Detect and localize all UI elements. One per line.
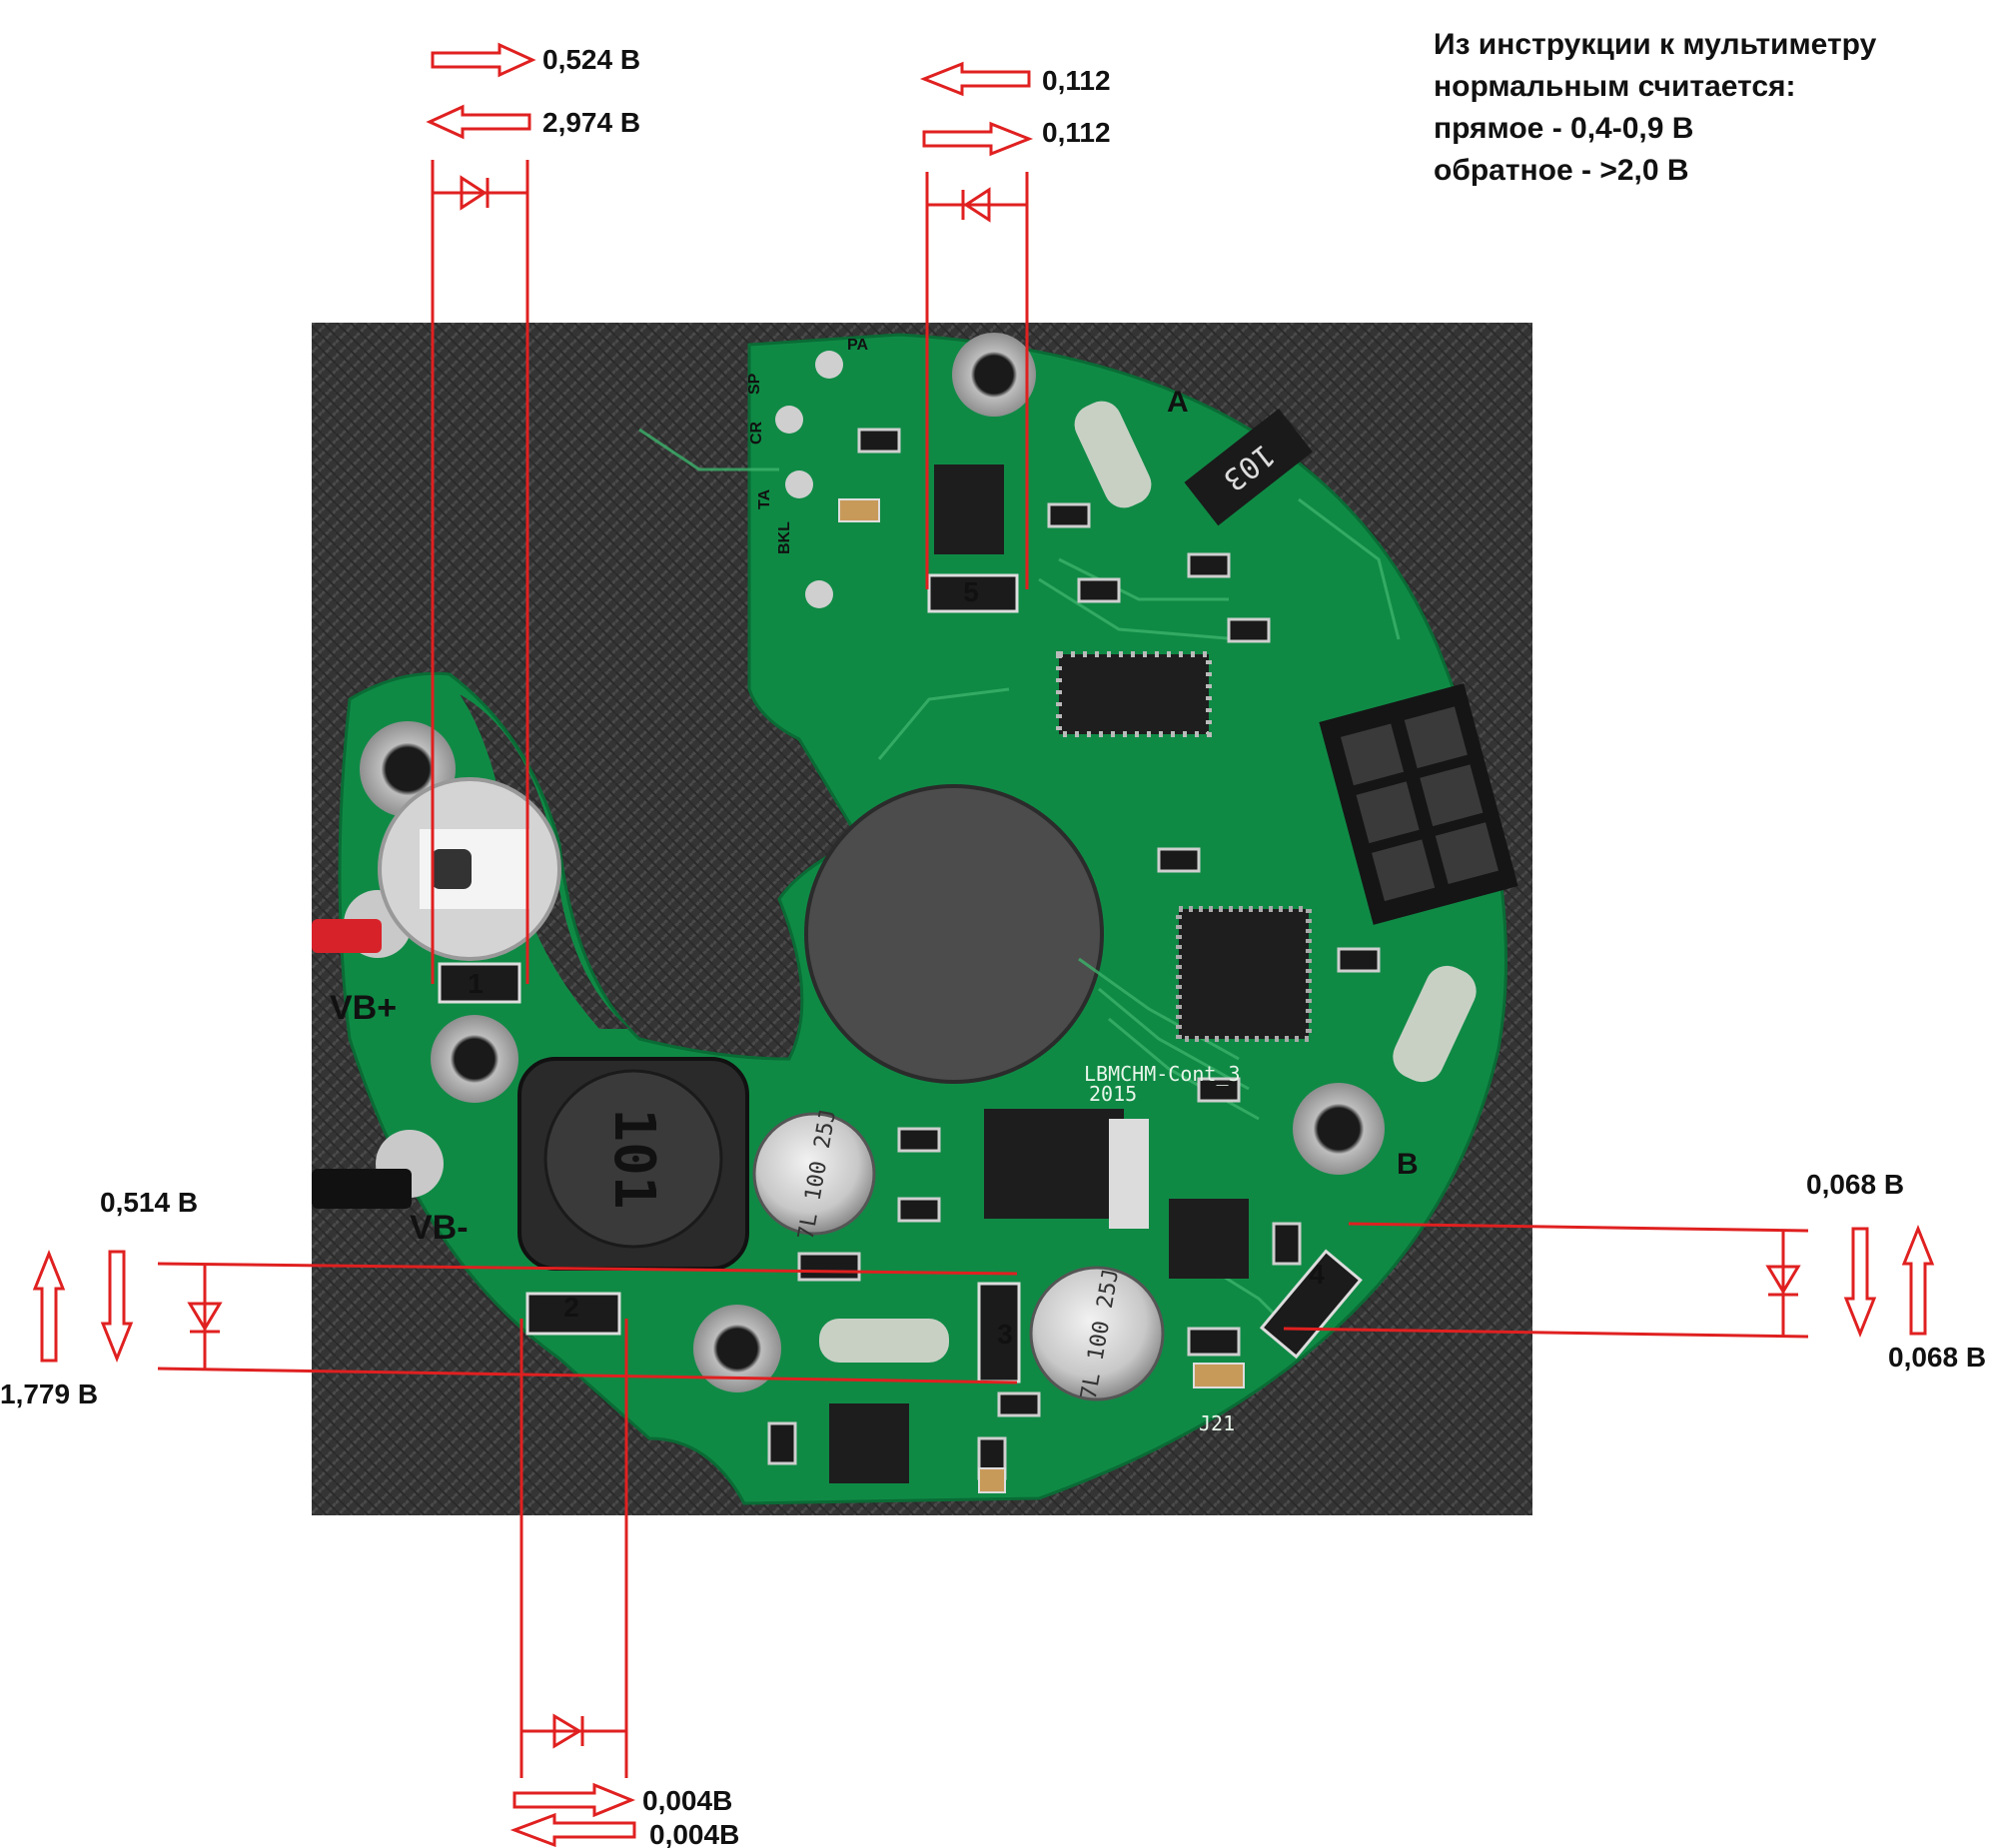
note-line: Из инструкции к мультиметру	[1434, 28, 1877, 61]
diode-3-reverse: 1,779 В	[0, 1379, 98, 1409]
diode-5-number: 5	[963, 576, 979, 607]
diode-4-body	[1259, 1249, 1363, 1360]
capacitor-left	[752, 1112, 876, 1236]
note-line: нормальным считается:	[1434, 70, 1796, 103]
arrow-left-icon	[919, 61, 1031, 97]
diode-1-body	[438, 962, 521, 1004]
silk-jumper: J21	[1199, 1411, 1235, 1435]
diode-3-body	[977, 1282, 1021, 1384]
mount-hole	[693, 1305, 781, 1392]
silk-pad-bkl: BKL	[776, 521, 793, 554]
arrow-down-icon	[1843, 1227, 1877, 1339]
diode-4-reverse: 0,068 В	[1888, 1342, 1986, 1373]
smd-parts	[767, 428, 1381, 1480]
diode-5-annotation	[919, 61, 1034, 589]
resistor-103	[1184, 408, 1313, 526]
test-pads	[775, 351, 843, 608]
small-ic	[934, 464, 1004, 554]
arrow-up-icon	[32, 1249, 66, 1363]
pcb-center-cutout	[804, 784, 1104, 1084]
arrow-right-icon	[431, 42, 536, 78]
silk-pad-ta: TA	[756, 488, 773, 509]
capacitor-right	[1029, 1266, 1165, 1401]
silk-pad-a: A	[1167, 386, 1189, 419]
diode-2-number: 2	[563, 1292, 579, 1323]
diode-1-annotation	[426, 42, 536, 984]
silk-pad-b: B	[1397, 1148, 1419, 1181]
diode-3-forward: 0,514 В	[100, 1187, 198, 1218]
arrow-down-icon	[100, 1250, 134, 1364]
diode-markers: 1 2 3 4 5	[468, 576, 1325, 1350]
diode-4-forward: 0,068 В	[1806, 1169, 1904, 1200]
diode-4-annotation	[1283, 1222, 1935, 1339]
silk-board-date: 2015	[1089, 1082, 1137, 1106]
silk-vb-minus: VB-	[410, 1209, 469, 1247]
annotations	[32, 42, 1935, 1848]
soic-chip	[1056, 651, 1212, 737]
diode-2-annotation	[509, 1319, 636, 1848]
diode-2-forward: 0,004В	[642, 1785, 732, 1816]
small-ic	[1169, 1199, 1249, 1279]
diode-5-reverse: 0,112	[1042, 117, 1111, 148]
microcontroller	[1176, 906, 1312, 1042]
diode-3-number: 3	[997, 1319, 1013, 1350]
arrow-right-icon	[922, 121, 1034, 157]
arrow-up-icon	[1901, 1224, 1935, 1336]
glass-fuse	[1074, 401, 1152, 508]
diode-2-reverse: 0,004В	[649, 1819, 739, 1848]
silk-pad-sp: SP	[746, 373, 763, 395]
diode-1-number: 1	[468, 968, 484, 999]
diode-5-body	[927, 573, 1019, 613]
pcb-traces	[638, 428, 1401, 1341]
voltage-readings: 0,524 В 2,974 В 0,112 0,112 0,514 В 1,77…	[0, 44, 1986, 1848]
diode-4-number: 4	[1309, 1259, 1325, 1290]
mount-hole	[1293, 1083, 1385, 1175]
mount-hole	[952, 333, 1036, 417]
multimeter-reference-note: Из инструкции к мультиметру нормальным с…	[1434, 24, 1876, 192]
diode-5-forward: 0,112	[1042, 65, 1111, 96]
diode-1-reverse: 2,974 В	[542, 107, 640, 138]
diode-3-annotation	[32, 1249, 1018, 1385]
red-wire	[312, 919, 382, 953]
glass-fuse	[1393, 965, 1477, 1083]
diode-2-body	[525, 1292, 621, 1336]
photo: 101 7L 100 25J 7L 100 25J 103	[312, 323, 1532, 1515]
arrow-left-icon	[509, 1812, 636, 1848]
note-line: обратное - >2,0 В	[1434, 154, 1689, 187]
note-line: прямое - 0,4-0,9 В	[1434, 112, 1694, 145]
silk-pad-cr: CR	[748, 421, 765, 445]
silk-vb-plus: VB+	[330, 989, 397, 1027]
arrow-right-icon	[512, 1782, 635, 1818]
diode-1-forward: 0,524 В	[542, 44, 640, 75]
mount-hole	[431, 1015, 518, 1103]
glass-fuse	[819, 1319, 949, 1363]
black-wire	[312, 1169, 412, 1209]
mosfet	[984, 1109, 1124, 1219]
inductor-label: 101	[601, 1108, 666, 1209]
small-ic	[829, 1403, 909, 1483]
silk-board-name: LBMCHM-Cont_3	[1084, 1062, 1241, 1086]
silk-pad-pa: PA	[847, 337, 868, 354]
arrow-left-icon	[426, 104, 531, 140]
